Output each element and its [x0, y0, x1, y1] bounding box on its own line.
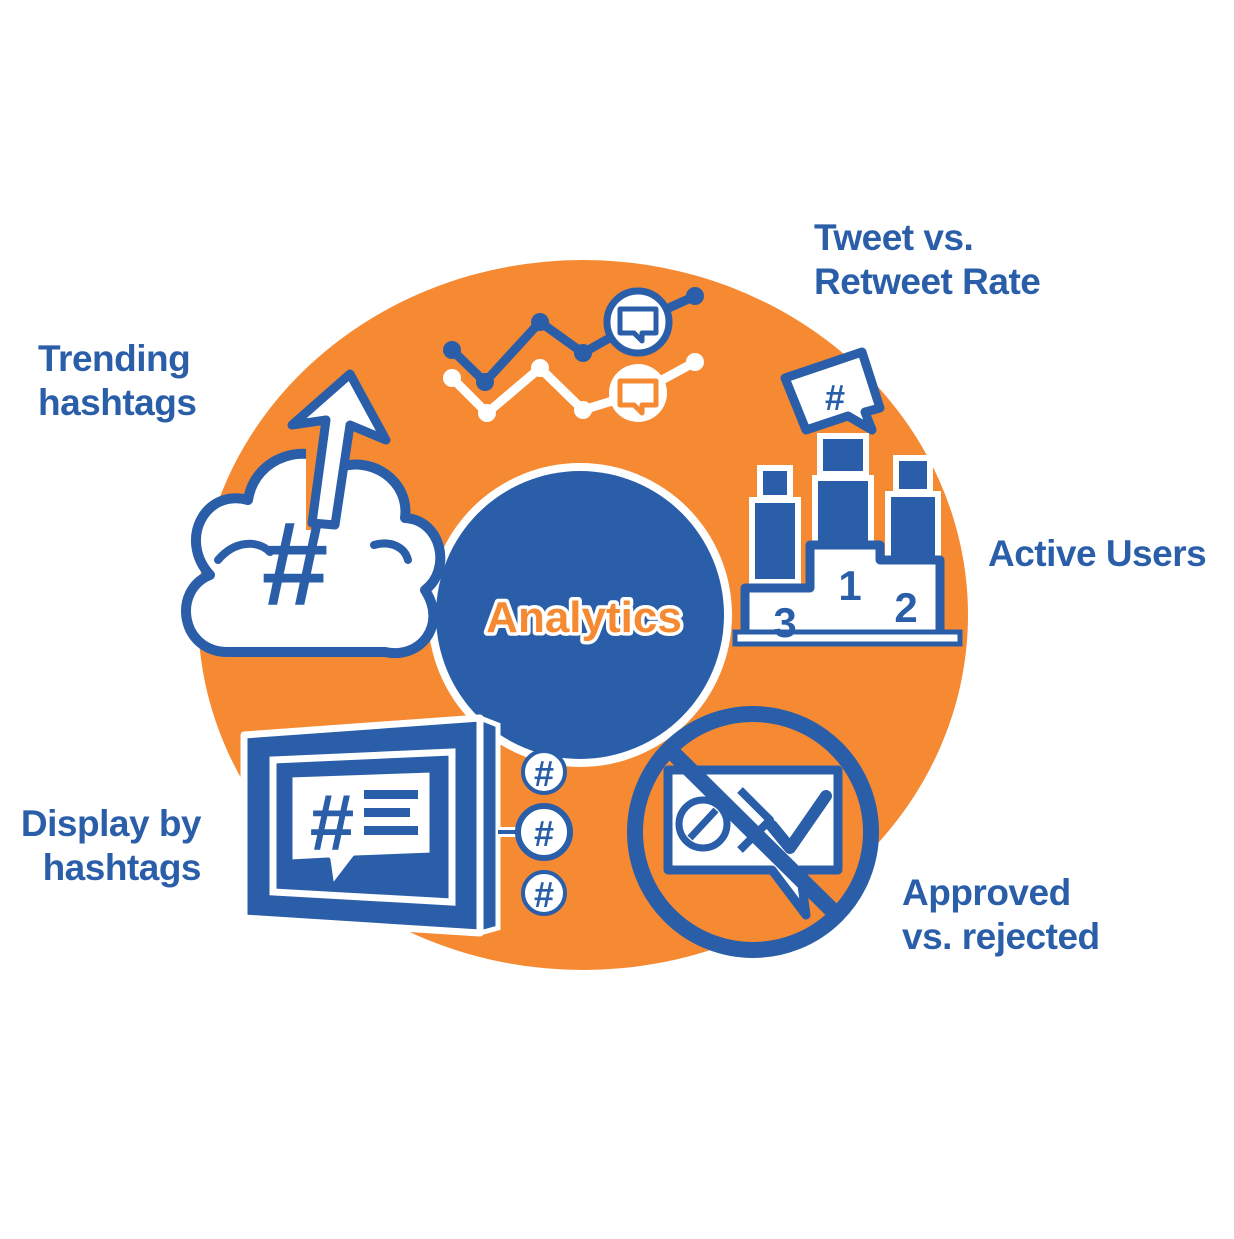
podium-first-number: 1	[838, 562, 861, 609]
reject-icon	[675, 796, 731, 852]
podium-icon: # 1 2 3	[732, 347, 963, 647]
hashtag-bubble-2: #	[515, 803, 573, 861]
svg-text:#: #	[825, 377, 845, 418]
tweet-line	[443, 287, 704, 391]
text-lines-icon	[364, 790, 418, 835]
approved-rejected-icon	[627, 706, 879, 958]
svg-text:#: #	[534, 874, 554, 915]
podium-second-number: 2	[894, 584, 917, 631]
hashtag-speech-bubble: #	[780, 347, 885, 435]
active-users-label: Active Users	[988, 533, 1207, 574]
trending-cloud-icon: #	[181, 369, 446, 659]
chat-bubble-icon	[617, 378, 659, 416]
retweet-line	[443, 353, 704, 422]
hashtag-bubble-1: #	[521, 749, 567, 795]
center-title: Analytics	[486, 593, 682, 642]
trending-arrow-icon	[287, 369, 391, 530]
user-figure-second	[885, 455, 941, 565]
display-screen-icon: # # # #	[240, 714, 573, 937]
hashtag-glyph: #	[262, 497, 329, 631]
hashtag-bubble-3: #	[521, 870, 567, 916]
display-hashtag-glyph: #	[310, 778, 355, 867]
tweet-retweet-icon	[443, 287, 704, 422]
checkmark-icon	[766, 790, 832, 854]
svg-text:#: #	[534, 813, 554, 854]
chat-bubble-icon	[617, 306, 659, 344]
podium-third-number: 3	[773, 599, 796, 646]
svg-text:#: #	[534, 753, 554, 794]
tweet-retweet-rate-label: Tweet vs.Retweet Rate	[814, 217, 1041, 302]
user-figure-third	[749, 465, 801, 585]
center-hub: Analytics	[428, 463, 732, 767]
